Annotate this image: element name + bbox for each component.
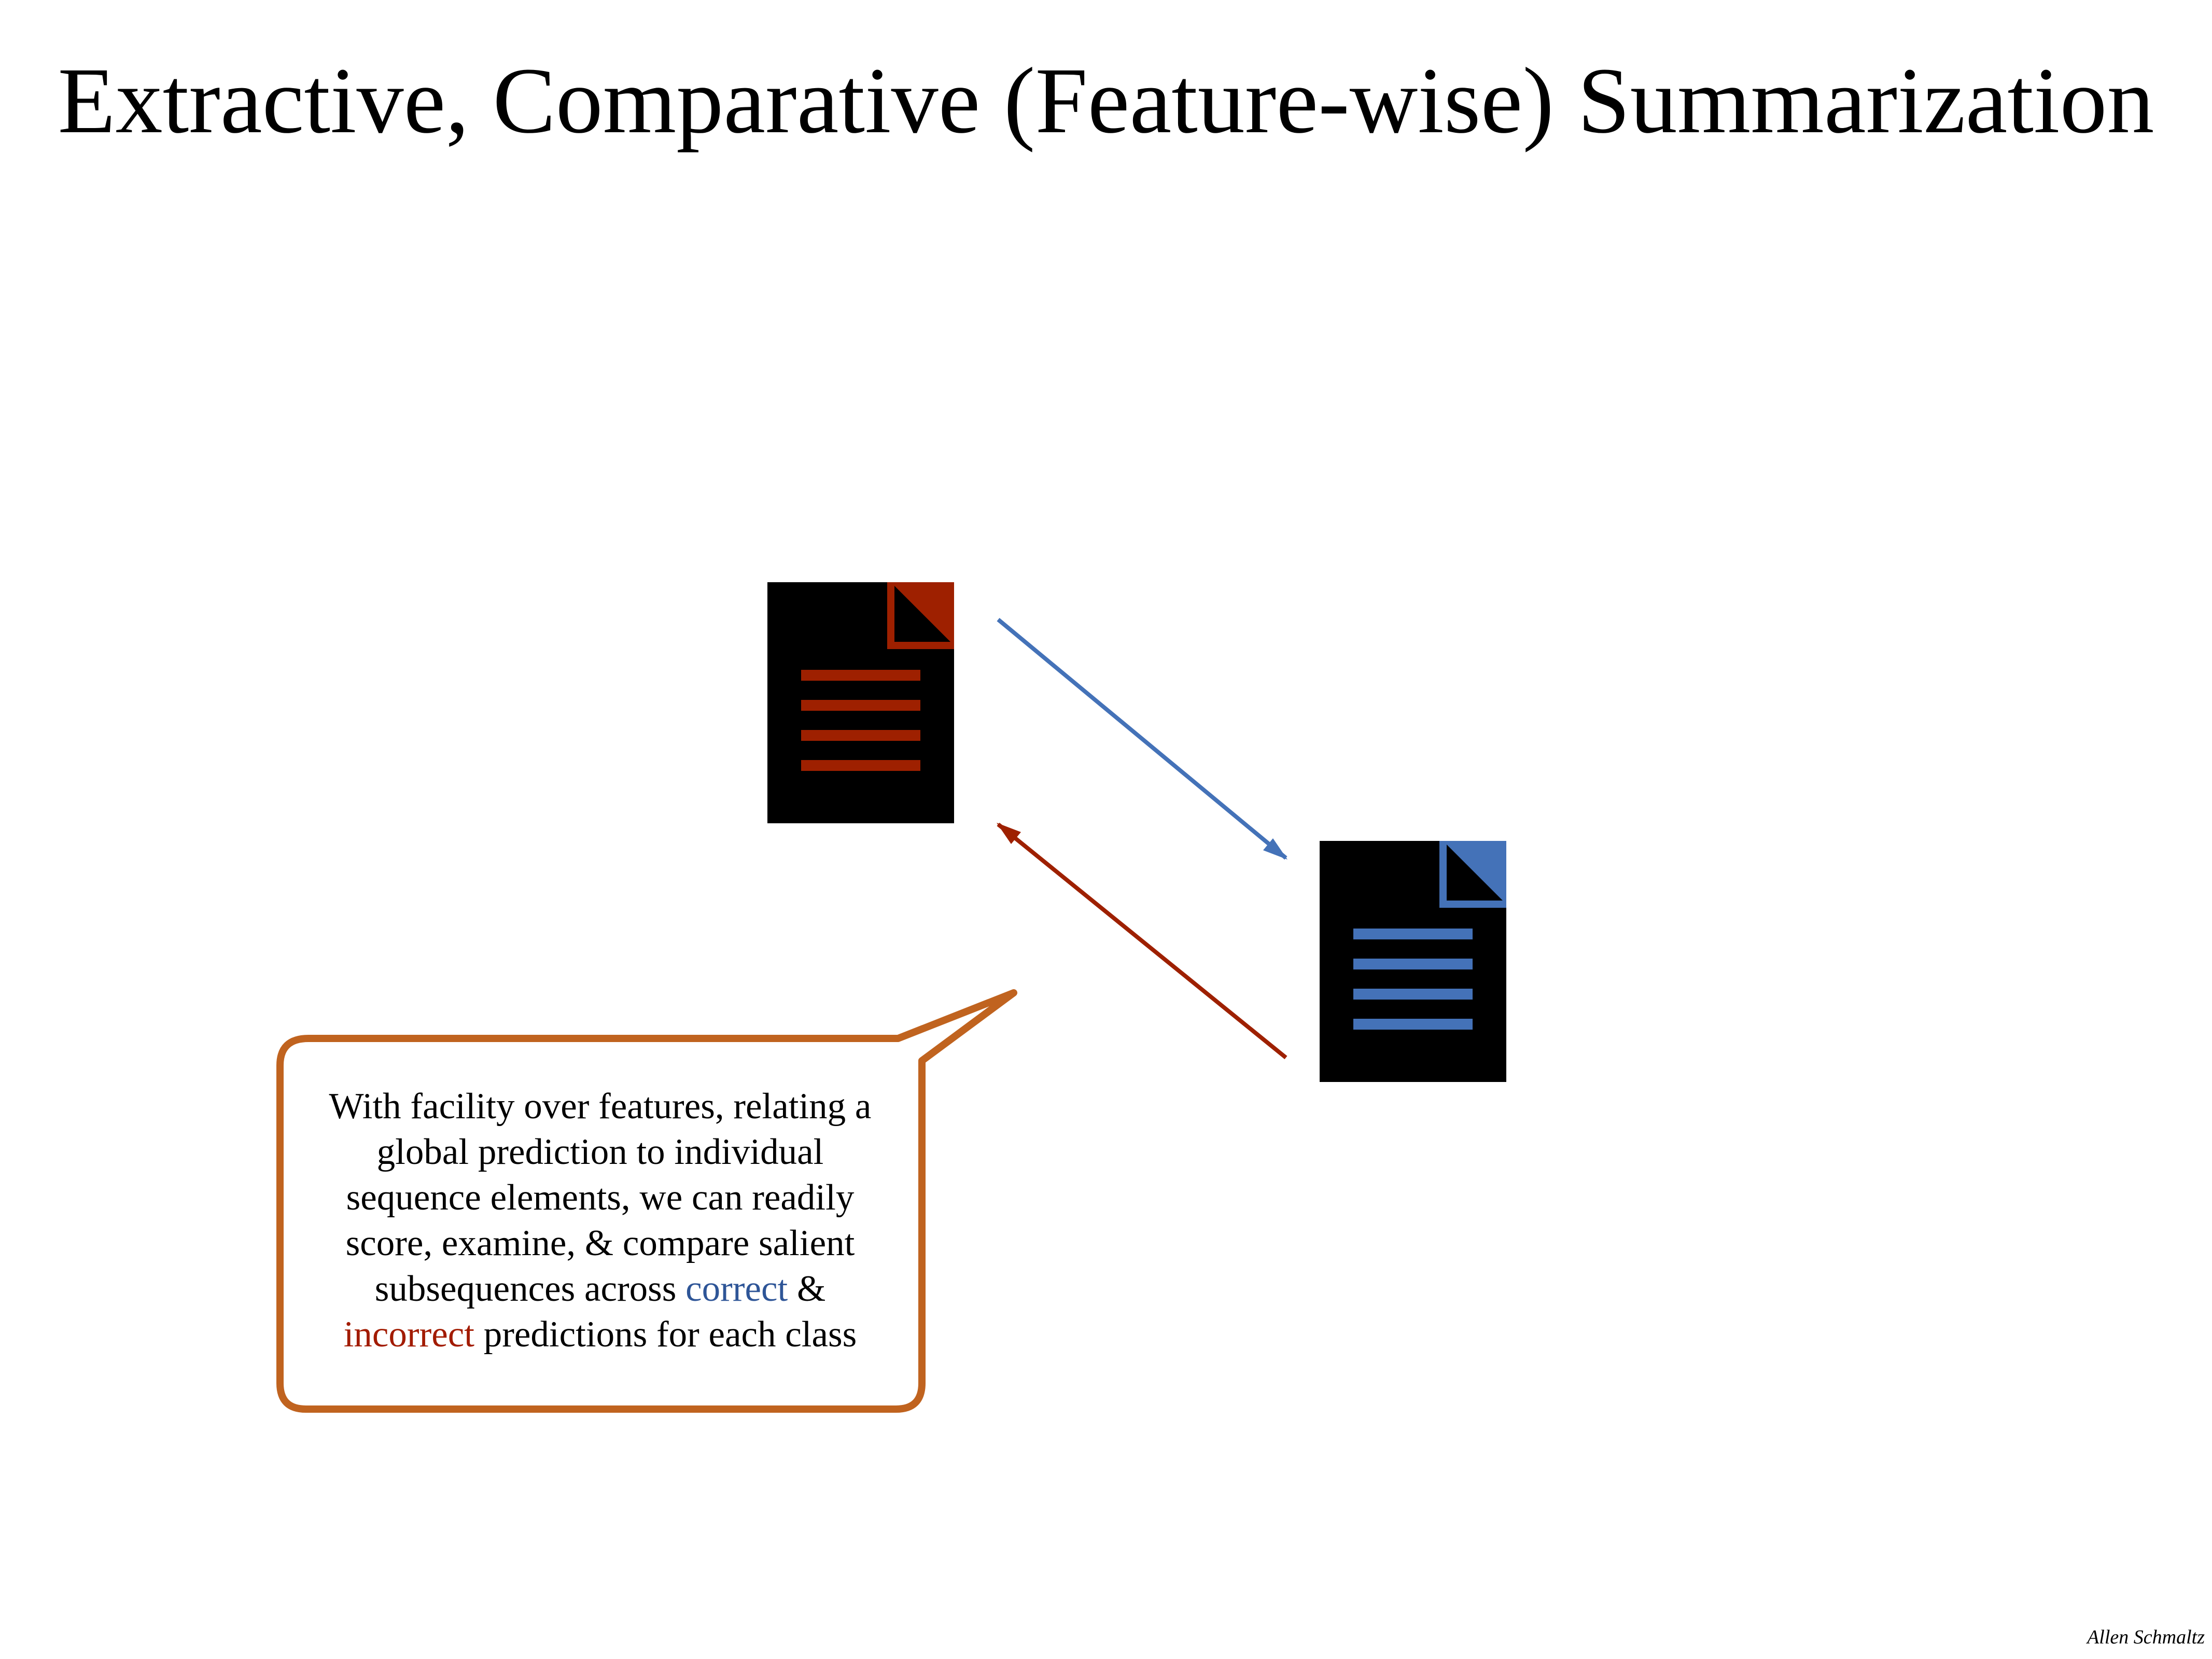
callout-line: score, examine, & compare salient: [345, 1223, 855, 1263]
callout-line: subsequences across correct &: [296, 1266, 905, 1312]
callout-text-segment: predictions for each class: [474, 1314, 857, 1355]
callout-line: With facility over features, relating a: [329, 1086, 872, 1127]
callout-bubble: [276, 989, 1017, 1413]
author-credit: Allen Schmaltz: [2087, 1626, 2205, 1648]
callout-text-segment: subsequences across: [374, 1269, 686, 1309]
incorrect-keyword: incorrect: [343, 1314, 474, 1355]
callout-line: incorrect predictions for each class: [296, 1312, 905, 1357]
incorrect-document-icon: [767, 582, 954, 823]
correct-document-icon: [1320, 841, 1506, 1082]
slide-title: Extractive, Comparative (Feature-wise) S…: [58, 49, 2154, 153]
incorrect-to-correct-arrow: [997, 617, 1287, 860]
correct-to-incorrect-arrow: [997, 822, 1287, 1060]
callout-line: global prediction to individual: [376, 1132, 824, 1172]
callout-line: sequence elements, we can readily: [346, 1177, 855, 1218]
callout-text-segment: &: [788, 1269, 826, 1309]
callout-text: With facility over features, relating a …: [296, 1084, 905, 1357]
correct-keyword: correct: [685, 1269, 788, 1309]
